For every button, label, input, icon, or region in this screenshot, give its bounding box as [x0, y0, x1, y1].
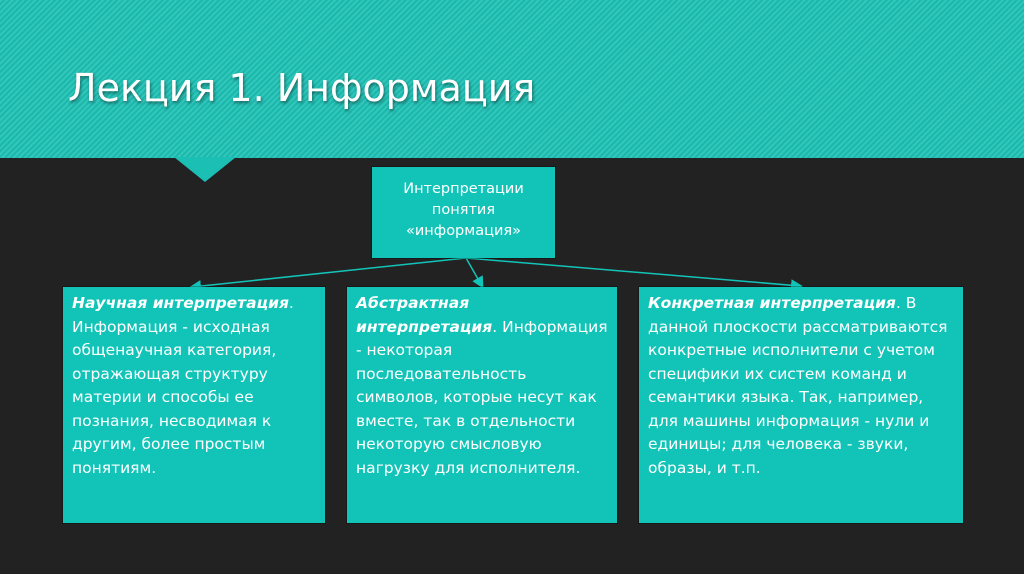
card-body: Информация - некоторая последовательност… [356, 317, 608, 477]
concrete-interpretation-box: Конкретная интерпретация. В данной плоск… [639, 287, 963, 523]
card-heading-suffix: . [288, 294, 294, 312]
abstract-interpretation-box: Абстрактная интерпретация. Информация - … [347, 287, 617, 523]
slide-title: Лекция 1. Информация [68, 66, 536, 110]
connector-to-abstract [465, 257, 484, 289]
card-heading: Абстрактная интерпретация [356, 294, 493, 336]
card-heading: Научная интерпретация [72, 294, 289, 312]
card-heading-suffix: . [492, 317, 498, 336]
card-heading: Конкретная интерпретация [648, 294, 896, 312]
scientific-interpretation-box: Научная интерпретация. Информация - исхо… [63, 287, 325, 523]
root-line-2: понятия [431, 202, 496, 218]
root-line-3: «информация» [406, 223, 521, 239]
connector-to-concrete [465, 257, 803, 292]
banner-notch [174, 157, 236, 182]
root-line-1: Интерпретации [403, 181, 524, 197]
card-body: В данной плоскости рассматриваются конкр… [648, 294, 948, 477]
card-body: Информация - исходная общенаучная катего… [72, 317, 277, 477]
connector-to-scientific [189, 257, 467, 293]
root-concept-box: Интерпретации понятия «информация» [372, 167, 555, 258]
card-heading-suffix: . [895, 294, 901, 312]
title-banner [0, 0, 1024, 158]
